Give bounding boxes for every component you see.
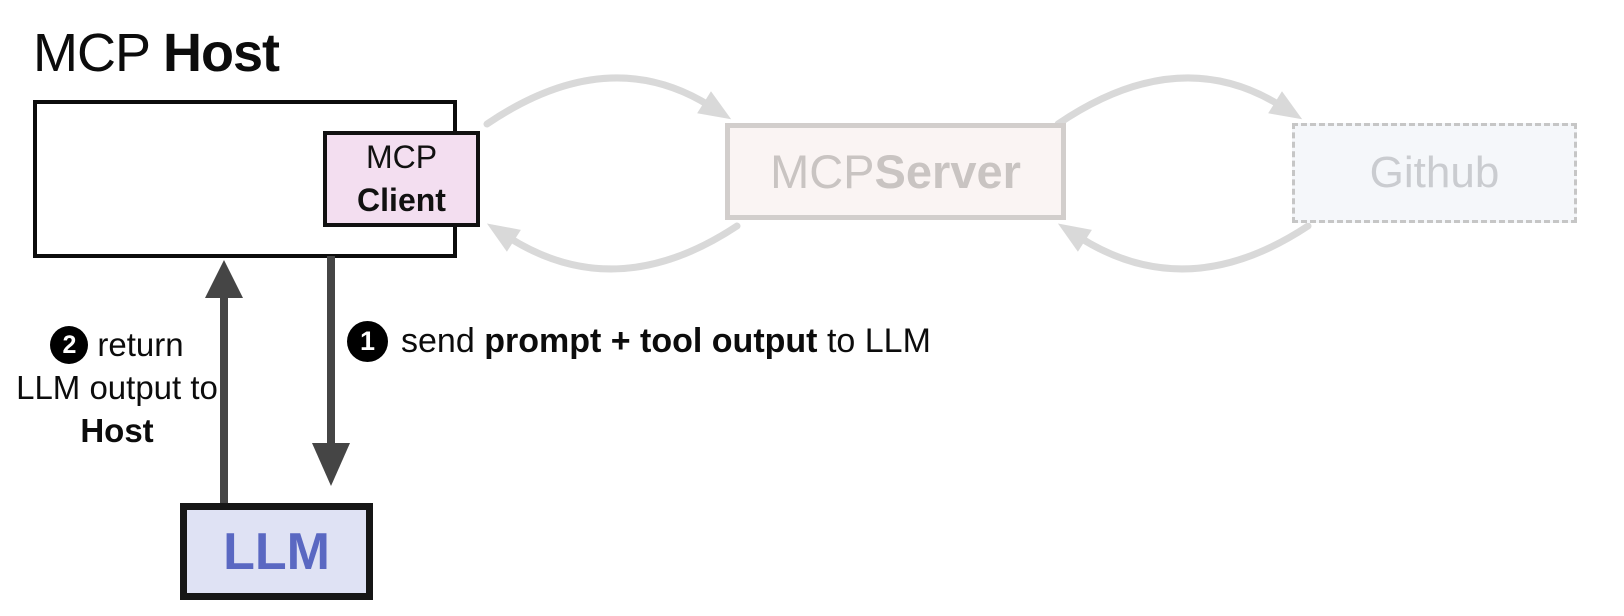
title-bold: Host bbox=[163, 23, 280, 83]
mcp-server-box: MCP Server bbox=[725, 123, 1066, 220]
github-box: Github bbox=[1292, 123, 1577, 223]
arrow-up-to-host-head-icon bbox=[205, 260, 243, 298]
step1-label: 1 send prompt + tool output to LLM bbox=[347, 321, 931, 362]
step1-text-pre: send bbox=[401, 322, 485, 360]
step2-line2: LLM output to bbox=[16, 369, 218, 406]
step1-text-post: to LLM bbox=[817, 322, 931, 360]
title-prefix: MCP bbox=[33, 23, 164, 83]
arrow-down-to-llm-head-icon bbox=[312, 443, 350, 486]
cycle-arrow-github-to-server-icon bbox=[1057, 222, 1312, 273]
cycle-arrow-server-to-client-icon bbox=[486, 222, 741, 273]
llm-label: LLM bbox=[223, 522, 330, 581]
github-label: Github bbox=[1369, 148, 1500, 197]
client-label-line2: Client bbox=[357, 182, 446, 218]
step1-text-bold: prompt + tool output bbox=[484, 322, 818, 360]
cycle-arrow-server-to-github-icon bbox=[1054, 74, 1303, 128]
server-label-prefix: MCP bbox=[770, 145, 875, 198]
step2-badge: 2 bbox=[50, 326, 89, 365]
server-label-bold: Server bbox=[874, 145, 1021, 198]
step2-line1-text: return bbox=[97, 326, 184, 363]
diagram-title: MCP Host bbox=[33, 22, 280, 84]
step1-text: send prompt + tool output to LLM bbox=[401, 322, 931, 361]
step2-line3: Host bbox=[80, 412, 154, 449]
cycle-arrow-client-to-server-icon bbox=[483, 74, 732, 128]
llm-box: LLM bbox=[180, 503, 373, 600]
mcp-client-box: MCP Client bbox=[323, 131, 480, 227]
step1-badge: 1 bbox=[347, 321, 388, 362]
client-label-line1: MCP bbox=[365, 139, 438, 175]
